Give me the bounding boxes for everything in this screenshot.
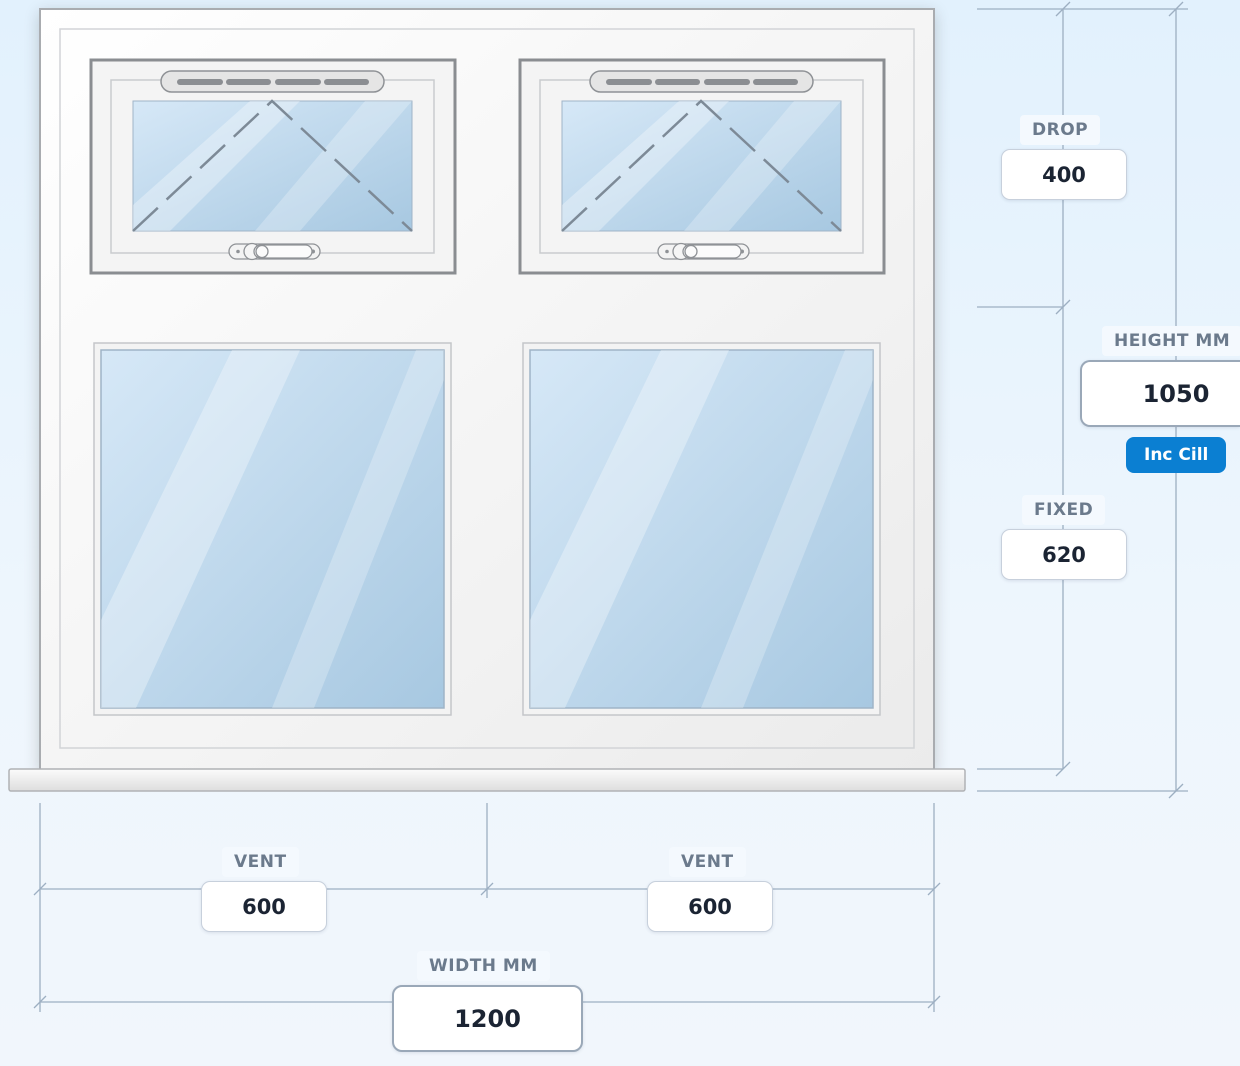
fixed-pane-right	[522, 342, 881, 716]
frame-inner-border	[59, 28, 915, 749]
vent-left-label: VENT	[222, 847, 299, 877]
width-label: WIDTH MM	[417, 951, 550, 981]
width-input[interactable]	[392, 985, 583, 1052]
width-dimension-lines	[33, 803, 941, 1012]
inc-cill-badge: Inc Cill	[1126, 437, 1227, 473]
opening-sash-left[interactable]	[89, 58, 457, 275]
height-label: HEIGHT MM	[1102, 326, 1240, 356]
trickle-vent-left	[160, 70, 385, 93]
fixed-pane-left	[93, 342, 452, 716]
fixed-input[interactable]	[1001, 529, 1127, 580]
drop-input[interactable]	[1001, 149, 1127, 200]
drop-label: DROP	[1020, 115, 1101, 145]
vent-left-input[interactable]	[201, 881, 327, 932]
window-sill	[8, 768, 966, 792]
vent-right-input[interactable]	[647, 881, 773, 932]
sash-handle-left[interactable]	[228, 242, 321, 261]
fixed-label: FIXED	[1022, 495, 1106, 525]
vent-right-label: VENT	[669, 847, 746, 877]
opening-sash-right[interactable]	[518, 58, 886, 275]
sash-handle-right[interactable]	[657, 242, 750, 261]
height-input[interactable]	[1080, 360, 1240, 427]
trickle-vent-right	[589, 70, 814, 93]
